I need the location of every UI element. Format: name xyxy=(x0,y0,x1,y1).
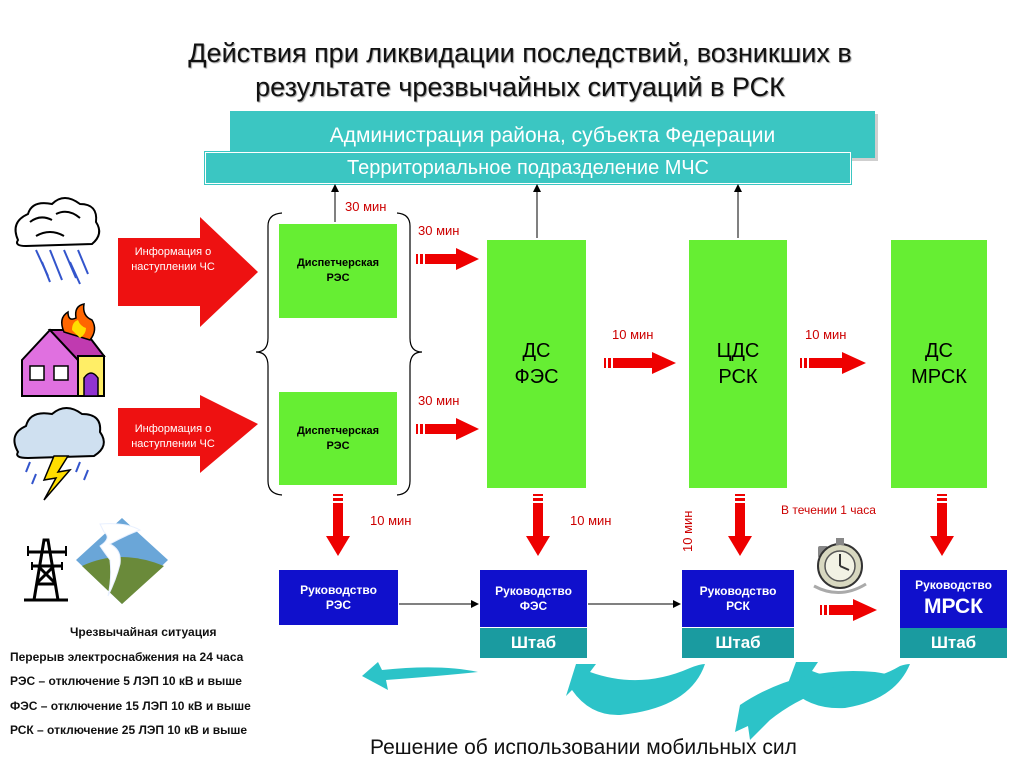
tornado-icon xyxy=(76,518,168,604)
management-rsk-line2: РСК xyxy=(726,598,750,613)
time-cds-mrsk: 10 мин xyxy=(805,327,847,342)
time-fes-down: 10 мин xyxy=(570,513,612,528)
time-res2-fes: 30 мин xyxy=(418,393,460,408)
shtab-mrsk: Штаб xyxy=(900,628,1007,658)
time-mrsk-down: В течении 1 часа xyxy=(781,503,876,517)
mchs-banner-text: Территориальное подразделение МЧС xyxy=(346,157,709,179)
time-res1-fes: 30 мин xyxy=(418,223,460,238)
info-arrow-1-text: Информация о наступлении ЧС xyxy=(118,245,228,275)
curve-arrow-1 xyxy=(362,662,478,690)
cds-rsk-line1: ЦДС xyxy=(716,340,760,362)
res-dispatch-1-line1: Диспетчерская xyxy=(296,257,380,269)
management-rsk: Руководство РСК xyxy=(682,570,794,627)
info-1-line1: Информация о xyxy=(134,246,212,258)
arrow-cds-mrsk xyxy=(800,352,866,374)
footer-text: Решение об использовании мобильных сил xyxy=(370,736,797,759)
curve-arrow-2 xyxy=(566,664,705,716)
time-res-down: 10 мин xyxy=(370,513,412,528)
arrow-res-down xyxy=(326,494,350,556)
emergency-notes: Чрезвычайная ситуация Перерыв электросна… xyxy=(10,620,340,743)
management-mrsk-line2: МРСК xyxy=(924,594,983,618)
cds-rsk-box: ЦДС РСК xyxy=(689,240,787,488)
info-2-line2: наступлении ЧС xyxy=(131,438,215,450)
time-fes-cds: 10 мин xyxy=(612,327,654,342)
ds-fes-line1: ДС xyxy=(522,340,551,362)
left-brace xyxy=(255,212,283,496)
rain-cloud-icon xyxy=(14,197,101,285)
time-rsk-down: 10 мин xyxy=(680,510,695,552)
info-arrow-2-text: Информация о наступлении ЧС xyxy=(118,422,228,452)
storm-cloud-icon xyxy=(13,407,105,501)
management-fes-line1: Руководство xyxy=(495,583,572,598)
time-res-up: 30 мин xyxy=(345,199,387,214)
management-res: Руководство РЭС xyxy=(279,570,398,625)
info-arrow-1 xyxy=(118,217,258,327)
arrow-res2-fes xyxy=(416,418,479,440)
admin-banner-text: Администрация района, субъекта Федерации xyxy=(329,124,776,147)
mchs-banner: Территориальное подразделение МЧС xyxy=(205,152,851,184)
curve-arrow-3 xyxy=(784,662,910,709)
management-fes: Руководство ФЭС xyxy=(480,570,587,627)
management-mrsk: Руководство МРСК xyxy=(900,570,1007,628)
page-title: Действия при ликвидации последствий, воз… xyxy=(60,36,980,104)
info-arrow-2 xyxy=(118,395,258,473)
title-line-2: результате чрезвычайных ситуаций в РСК xyxy=(255,72,785,102)
notes-line-3: ФЭС – отключение 15 ЛЭП 10 кВ и выше xyxy=(10,698,251,713)
cds-rsk-line2: РСК xyxy=(718,366,758,388)
arrow-mrsk-down xyxy=(930,494,954,556)
management-fes-line2: ФЭС xyxy=(519,598,548,613)
res-dispatch-1: Диспетчерская РЭС xyxy=(279,224,397,318)
red-right-arrows xyxy=(416,248,877,621)
management-rsk-line1: Руководство xyxy=(699,583,777,598)
info-1-line2: наступлении ЧС xyxy=(131,261,215,273)
notes-line-4: РСК – отключение 25 ЛЭП 10 кВ и выше xyxy=(10,723,248,737)
mobile-forces-arrows xyxy=(362,662,910,740)
shtab-rsk: Штаб xyxy=(682,628,794,658)
management-mrsk-line1: Руководство xyxy=(915,577,992,592)
info-2-line1: Информация о xyxy=(134,423,212,435)
burning-house-icon xyxy=(21,303,106,397)
curve-arrow-4 xyxy=(735,670,894,740)
res-dispatch-2: Диспетчерская РЭС xyxy=(279,392,397,485)
res-dispatch-2-line2: РЭС xyxy=(326,439,350,452)
power-tower-icon xyxy=(24,538,68,602)
arrow-fes-cds xyxy=(604,352,676,374)
management-res-line1: Руководство xyxy=(300,582,377,597)
shtab-mrsk-label: Штаб xyxy=(930,633,977,652)
right-brace xyxy=(396,212,423,496)
shtab-fes-label: Штаб xyxy=(510,633,557,652)
arrow-clock-mrsk xyxy=(820,599,877,621)
notes-line-1: Перерыв электроснабжения на 24 часа xyxy=(10,649,244,664)
shtab-fes: Штаб xyxy=(480,628,587,658)
notes-heading: Чрезвычайная ситуация xyxy=(70,625,217,639)
ds-fes-box: ДС ФЭС xyxy=(487,240,586,488)
ds-mrsk-box: ДС МРСК xyxy=(891,240,987,488)
red-down-arrows xyxy=(326,494,954,556)
arrow-fes-down xyxy=(526,494,550,556)
ds-fes-line2: ФЭС xyxy=(514,366,559,388)
stopwatch-icon xyxy=(813,538,867,594)
arrow-res1-fes xyxy=(416,248,479,270)
shtab-rsk-label: Штаб xyxy=(715,633,761,652)
admin-banner: Администрация района, субъекта Федерации xyxy=(230,111,875,158)
title-line-1: Действия при ликвидации последствий, воз… xyxy=(188,38,852,68)
ds-mrsk-line1: ДС xyxy=(925,340,953,362)
notes-line-2: РЭС – отключение 5 ЛЭП 10 кВ и выше xyxy=(10,674,242,688)
ds-mrsk-line2: МРСК xyxy=(911,366,967,388)
management-res-line2: РЭС xyxy=(325,597,352,612)
res-dispatch-1-line2: РЭС xyxy=(326,272,350,284)
res-dispatch-2-line1: Диспетчерская xyxy=(296,424,380,437)
arrow-rsk-down xyxy=(728,494,752,556)
